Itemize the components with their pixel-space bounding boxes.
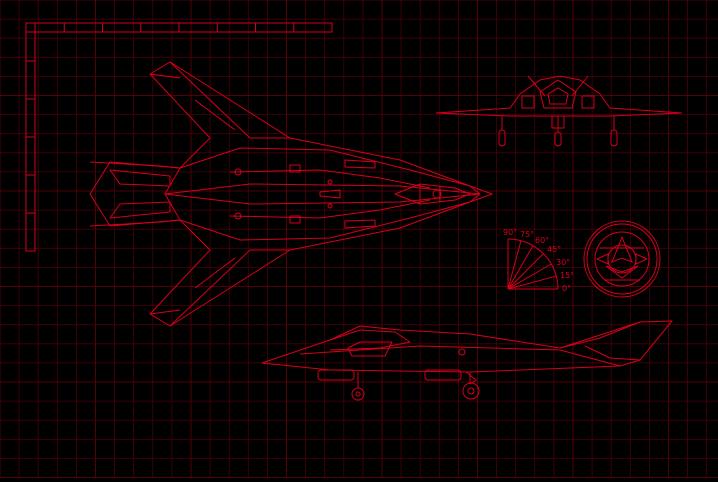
angle-label-75: 75° <box>520 230 534 239</box>
angle-label-45: 45° <box>547 245 561 254</box>
angle-label-90: 90° <box>503 228 517 237</box>
scale-ruler <box>25 22 333 252</box>
angle-label-30: 30° <box>556 258 570 267</box>
angle-arc <box>507 238 559 290</box>
angle-label-60: 60° <box>535 236 549 245</box>
angle-gauge: 90° 75° 60° 45° 30° 15° 0° <box>503 228 574 293</box>
aircraft-top-view <box>89 61 493 327</box>
angle-ray <box>507 263 552 290</box>
aircraft-front-view <box>435 75 683 147</box>
angle-ray <box>507 253 544 290</box>
angle-label-0: 0° <box>562 284 571 293</box>
emblem-roundel <box>583 220 661 298</box>
angle-ray <box>507 240 522 290</box>
angle-label-15: 15° <box>560 271 574 280</box>
angle-ray <box>507 275 557 290</box>
angle-ray <box>507 245 534 290</box>
aircraft-side-view <box>261 320 673 401</box>
